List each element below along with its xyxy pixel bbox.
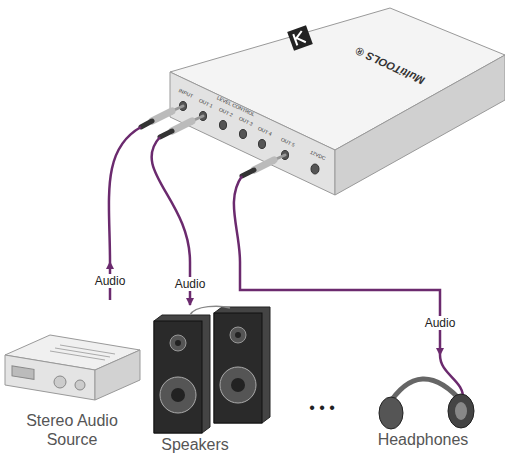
caption: Speakers (161, 435, 229, 454)
headphones: Headphones (365, 355, 505, 455)
signal-label: Audio (423, 316, 458, 330)
signal-label: Audio (173, 277, 208, 291)
caption: Stereo Audio Source (12, 411, 132, 449)
ellipsis-mark: • • • (309, 399, 335, 417)
speakers-illustration (150, 305, 275, 456)
speakers: Speakers (150, 305, 275, 456)
caption: Headphones (378, 430, 469, 449)
audio-source: Stereo Audio Source (0, 300, 145, 456)
signal-label: Audio (93, 274, 128, 288)
